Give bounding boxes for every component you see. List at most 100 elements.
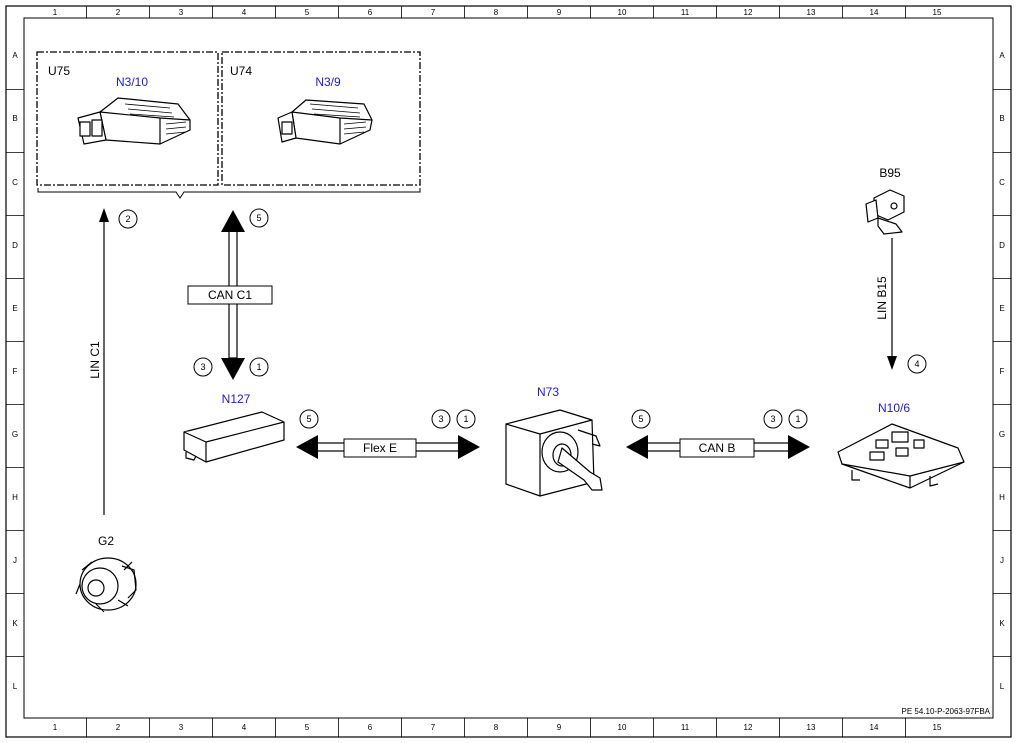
col-label: 11 [681, 8, 690, 17]
module-n127-icon [183, 411, 285, 463]
col-label: 5 [305, 723, 310, 732]
alternator-g2: G2 [75, 534, 137, 613]
group-label-u75: U75 [48, 64, 70, 78]
marker-3: 3 [200, 362, 205, 372]
bus-lin-c1: LIN C1 2 [88, 208, 138, 515]
marker-1: 1 [795, 414, 800, 424]
row-label: L [1000, 682, 1005, 691]
outer-frame [5, 5, 1012, 738]
marker-5: 5 [638, 414, 643, 424]
marker-5: 5 [306, 414, 311, 424]
col-label: 11 [681, 723, 690, 732]
col-label: 14 [870, 8, 879, 17]
marker-3: 3 [438, 414, 443, 424]
col-label: 9 [557, 8, 562, 17]
row-label: D [12, 241, 18, 250]
ignition-switch-icon [505, 409, 603, 497]
sensor-b95: B95 [865, 166, 905, 235]
component-label-n127: N127 [222, 392, 251, 406]
bus-can-c1: CAN C1 5 3 1 [187, 208, 273, 380]
reference-code: PE 54.10-P-2063-97FBA [902, 707, 991, 716]
col-label: 9 [557, 723, 562, 732]
component-label-n3-10: N3/10 [116, 75, 148, 89]
row-label: K [12, 619, 18, 628]
row-label: H [12, 493, 18, 502]
marker-5: 5 [256, 213, 261, 223]
grid-ticks [6, 6, 1011, 737]
module-n127: N127 [183, 392, 285, 463]
row-labels-right: A B C D E F G H J K L [999, 51, 1005, 691]
row-label: B [12, 114, 17, 123]
col-label: 13 [807, 723, 816, 732]
col-label: 6 [368, 723, 373, 732]
row-label: G [12, 430, 18, 439]
col-label: 15 [933, 8, 942, 17]
bus-label-flex-e: Flex E [363, 441, 397, 455]
row-label: K [999, 619, 1005, 628]
ecu-n3-9-icon [277, 99, 373, 145]
bus-label-lin-b15: LIN B15 [875, 276, 889, 320]
marker-2: 2 [125, 214, 130, 224]
col-label: 5 [305, 8, 310, 17]
row-label: D [999, 241, 1005, 250]
component-label-n73: N73 [537, 385, 559, 399]
component-label-n3-9: N3/9 [315, 75, 341, 89]
bus-can-b: CAN B 5 3 1 [626, 409, 810, 459]
marker-1: 1 [463, 414, 468, 424]
row-label: F [13, 367, 18, 376]
row-labels-left: A B C D E F G H J K L [12, 51, 18, 691]
col-label: 12 [744, 723, 753, 732]
marker-1: 1 [256, 362, 261, 372]
col-label: 15 [933, 723, 942, 732]
col-label: 14 [870, 723, 879, 732]
group-label-u74: U74 [230, 64, 252, 78]
col-label: 1 [53, 723, 58, 732]
bus-lin-b15: LIN B15 4 [875, 238, 927, 374]
row-label: C [12, 178, 18, 187]
col-label: 4 [242, 8, 247, 17]
col-label: 2 [116, 723, 121, 732]
sam-module-icon [837, 423, 965, 489]
column-labels-top: 1 2 3 4 5 6 7 8 9 10 11 12 13 14 15 [53, 8, 942, 17]
col-label: 12 [744, 8, 753, 17]
col-label: 8 [494, 8, 499, 17]
bus-label-can-c1: CAN C1 [208, 288, 252, 302]
row-label: H [999, 493, 1005, 502]
group-box-u75 [36, 51, 219, 186]
row-label: G [999, 430, 1005, 439]
col-label: 13 [807, 8, 816, 17]
col-label: 7 [431, 723, 436, 732]
col-label: 3 [179, 723, 184, 732]
bus-flex-e: Flex E 5 3 1 [296, 409, 480, 459]
col-label: 6 [368, 8, 373, 17]
col-label: 4 [242, 723, 247, 732]
col-label: 10 [618, 723, 627, 732]
component-label-b95: B95 [879, 166, 901, 180]
row-label: E [999, 304, 1004, 313]
engine-control-group: U75 N3/10 U74 N3/9 [36, 51, 421, 199]
row-label: L [13, 682, 18, 691]
col-label: 8 [494, 723, 499, 732]
marker-4: 4 [914, 359, 919, 369]
row-label: J [13, 556, 17, 565]
group-box-u74 [221, 51, 421, 186]
group-brace [37, 188, 421, 199]
component-label-g2: G2 [98, 534, 114, 548]
col-label: 2 [116, 8, 121, 17]
module-n73: N73 [505, 385, 603, 497]
bus-label-can-b: CAN B [699, 441, 736, 455]
col-label: 3 [179, 8, 184, 17]
col-label: 1 [53, 8, 58, 17]
module-n10-6: N10/6 [837, 401, 965, 489]
inner-frame [23, 17, 994, 719]
component-label-n10-6: N10/6 [878, 401, 910, 415]
bus-label-lin-c1: LIN C1 [88, 341, 102, 379]
alternator-icon [75, 557, 137, 613]
row-label: A [12, 51, 18, 60]
marker-3: 3 [770, 414, 775, 424]
row-label: E [12, 304, 17, 313]
column-labels-bottom: 1 2 3 4 5 6 7 8 9 10 11 12 13 14 15 [53, 723, 942, 732]
row-label: A [999, 51, 1005, 60]
